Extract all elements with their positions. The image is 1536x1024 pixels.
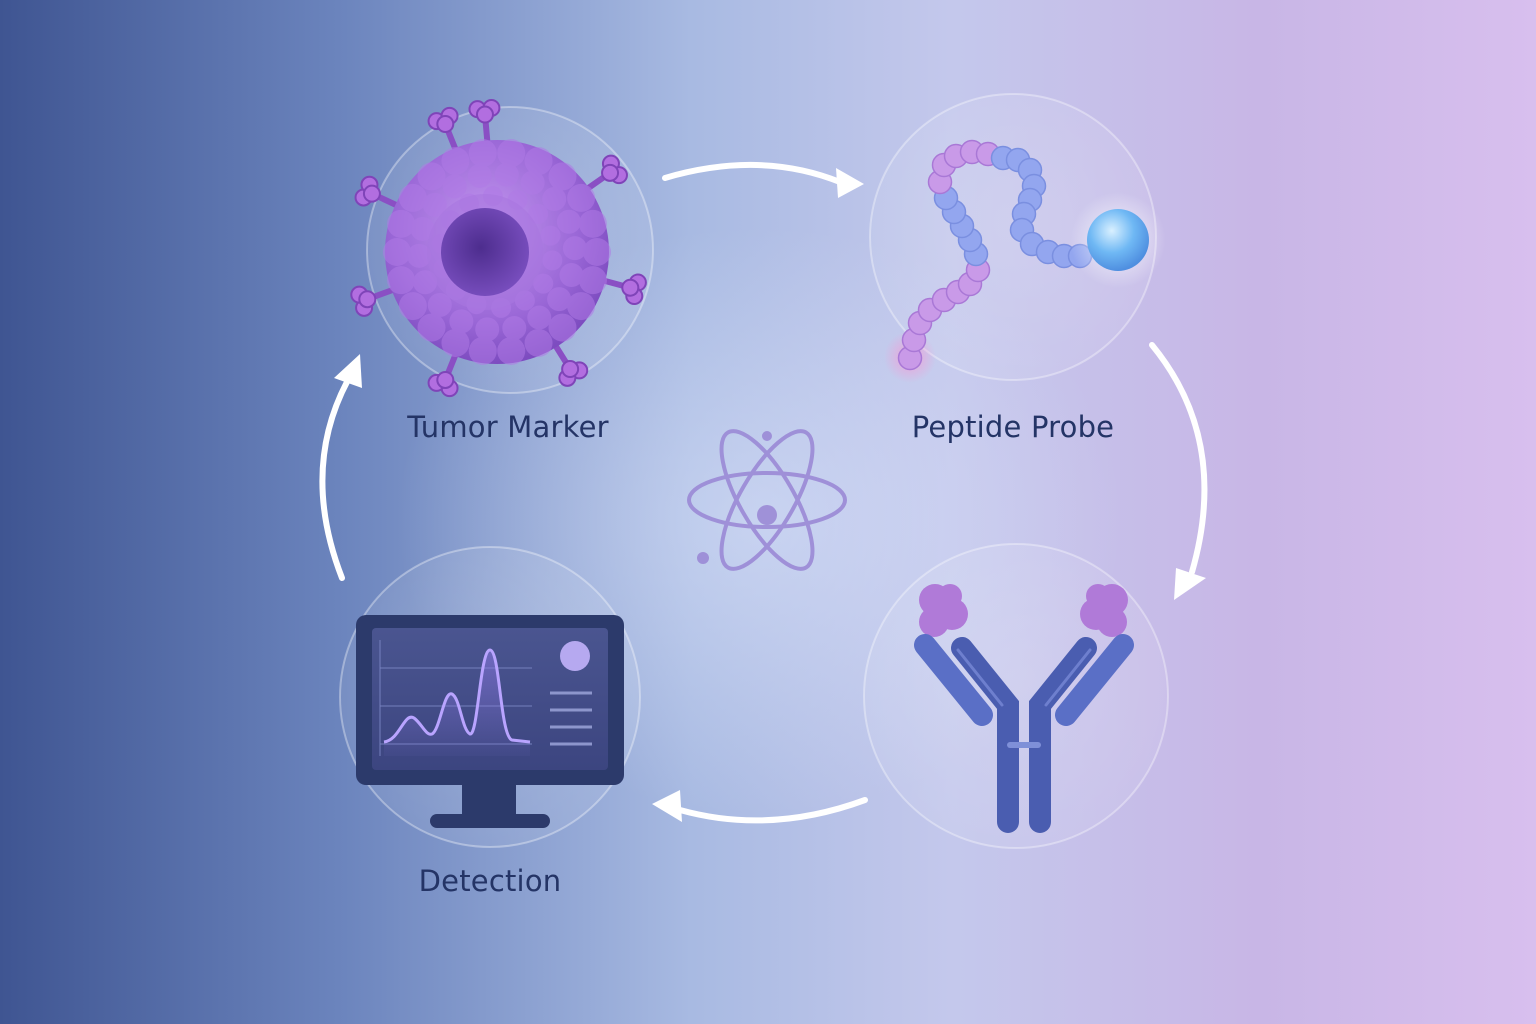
- screen-chart: [379, 640, 592, 756]
- tumor-cell-icon: [350, 98, 647, 398]
- arrow-head-bottom: [652, 790, 682, 822]
- arrow-head-right: [1174, 568, 1206, 600]
- flow-arrows: [319, 162, 1208, 824]
- arrow-head-left: [334, 354, 362, 388]
- label-detection: Detection: [418, 864, 562, 898]
- arrow-head-top: [836, 168, 864, 198]
- label-tumor-marker: Tumor Marker: [407, 410, 609, 444]
- monitor-chart-icon: [356, 615, 624, 828]
- arrow-antibody-to-detection: [677, 797, 868, 824]
- arrow-probe-to-antibody: [1149, 342, 1208, 575]
- atom-icon: [687, 429, 847, 571]
- arrow-tumor-to-probe: [662, 162, 843, 185]
- antibody-icon: [914, 584, 1134, 833]
- peptide-chain-icon: [884, 139, 1166, 383]
- label-peptide-probe: Peptide Probe: [911, 410, 1115, 444]
- arrow-detection-to-tumor: [319, 377, 351, 581]
